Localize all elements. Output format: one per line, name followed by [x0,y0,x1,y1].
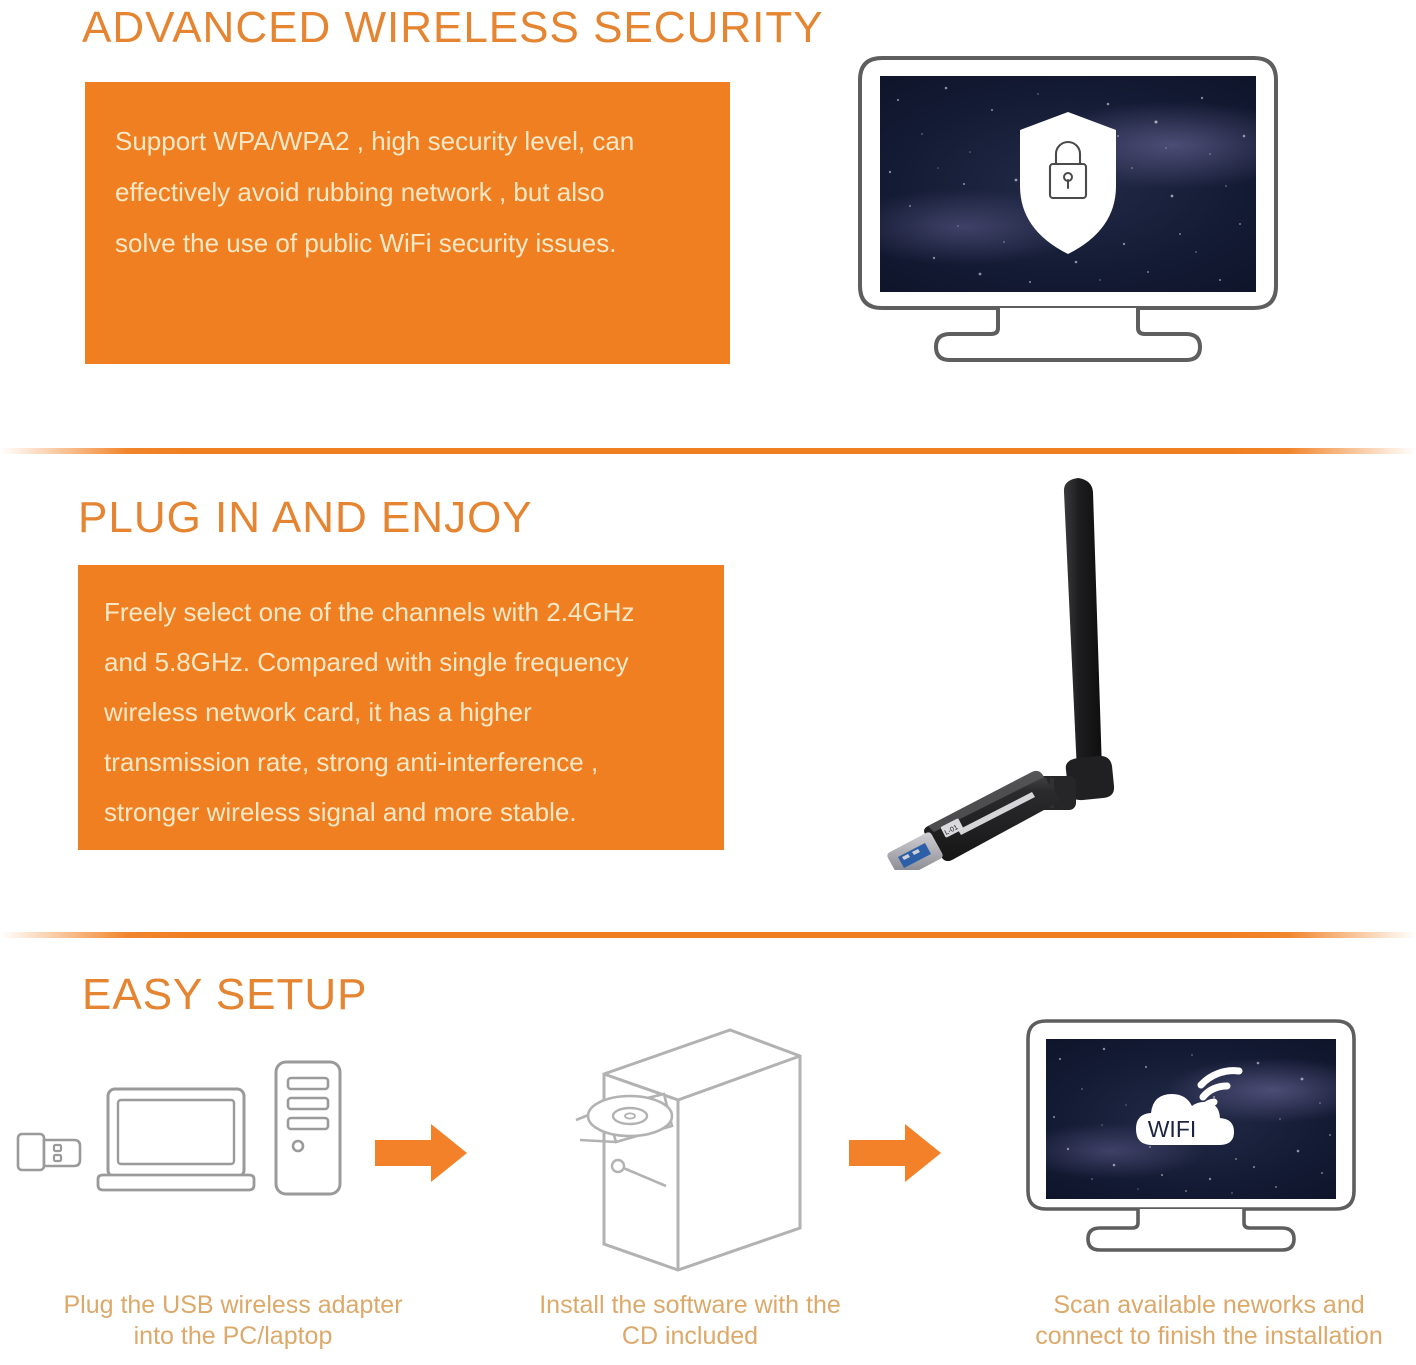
monitor-wifi-cloud-icon: WIFI [1014,1013,1404,1275]
right-arrow-icon-2 [847,1118,943,1188]
step-2-caption-line-2: CD included [621,1322,759,1350]
security-line-3: solve the use of public WiFi security is… [115,228,617,258]
dualband-line-1: Freely select one of the channels with 2… [104,597,635,627]
monitor-screen-security [880,76,1256,292]
right-arrow-icon-1 [373,1118,469,1188]
step-3-caption: Scan available neworks and connect to fi… [1002,1290,1416,1352]
monitor-screen-wifi: WIFI [1046,1039,1336,1199]
section-divider-2 [0,932,1416,938]
monitor-with-shield-illustration [838,38,1298,368]
step-1-caption-line-2: into the PC/laptop [133,1322,333,1350]
pc-tower-cd-tray-icon [488,1016,818,1278]
wifi-cloud-icon: WIFI [1136,1067,1243,1145]
dualband-line-5: stronger wireless signal and more stable… [104,797,577,827]
laptop-icon [96,1085,256,1195]
shield-lock-icon [1020,112,1116,254]
dualband-line-3: wireless network card, it has a higher [104,697,532,727]
step-2-caption: Install the software with the CD include… [490,1290,890,1352]
step-1-caption: Plug the USB wireless adapter into the P… [8,1290,458,1352]
usb-wifi-adapter-illustration: L-01 [880,470,1160,879]
dual-band-description-box: Freely select one of the channels with 2… [78,565,724,850]
section-title-advanced-wireless-security: ADVANCED WIRELESS SECURITY [82,3,824,52]
step-3-caption-line-2: connect to finish the installation [1035,1322,1383,1350]
security-line-1: Support WPA/WPA2 , high security level, … [115,126,635,156]
pc-tower-icon [272,1058,344,1198]
security-description-box: Support WPA/WPA2 , high security level, … [85,82,730,364]
usb-adapter-svg: L-01 [887,478,1115,879]
dualband-line-2: and 5.8GHz. Compared with single frequen… [104,647,629,677]
dualband-line-4: transmission rate, strong anti-interfere… [104,747,599,777]
wifi-screen-label: WIFI [1148,1116,1197,1142]
step-3-caption-line-1: Scan available neworks and [1053,1291,1365,1319]
section-title-plug-in-and-enjoy: PLUG IN AND ENJOY [78,493,533,542]
security-line-2: effectively avoid rubbing network , but … [115,177,605,207]
usb-dongle-icon [16,1120,82,1182]
step-1-caption-line-1: Plug the USB wireless adapter [63,1291,403,1319]
section-title-easy-setup: EASY SETUP [82,970,368,1019]
section-divider-1 [0,448,1416,454]
step-2-caption-line-1: Install the software with the [539,1291,841,1319]
